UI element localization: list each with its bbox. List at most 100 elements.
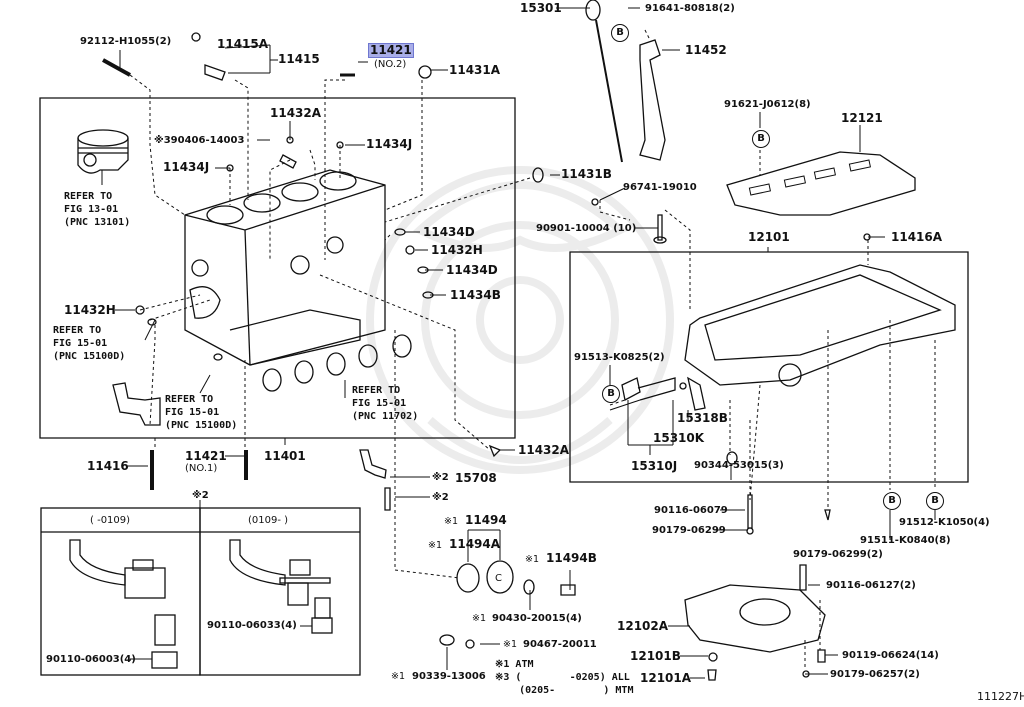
part-11421-no1[interactable]: 11421: [185, 449, 227, 463]
reference-line: FIG 15-01: [352, 398, 407, 409]
part-11494B[interactable]: 11494B: [546, 551, 597, 565]
part-90430-20015[interactable]: 90430-20015(4): [492, 613, 582, 624]
callout-b: B: [602, 385, 620, 403]
part-11432H-left[interactable]: 11432H: [64, 303, 116, 317]
part-91512-K1050[interactable]: 91512-K1050(4): [899, 517, 990, 528]
part-90467-20011[interactable]: 90467-20011: [523, 639, 597, 650]
reference-line: FIG 15-01: [53, 338, 108, 349]
part-11434B[interactable]: 11434B: [450, 288, 501, 302]
oil-pan-lower-icon: [684, 584, 826, 653]
reference-line: (PNC 11702): [352, 411, 419, 422]
figure-id: 111227H: [977, 690, 1024, 703]
oil-pan-upper-icon: [684, 264, 956, 386]
baffle-plate-icon: [726, 151, 916, 216]
part-15310J[interactable]: 15310J: [631, 459, 678, 473]
part-90119-06624[interactable]: 90119-06624(14): [842, 650, 939, 661]
reference-line: REFER TO: [64, 191, 113, 202]
note-mark-2-box: ※2: [192, 490, 209, 501]
part-15301[interactable]: 15301: [520, 1, 562, 15]
part-90110-06003[interactable]: 90110-06003(4): [46, 654, 136, 665]
part-11421-no2-qualifier: (NO.2): [374, 59, 407, 70]
reference-line: (PNC 15100D): [53, 351, 126, 362]
part-11432A-top[interactable]: 11432A: [270, 106, 322, 120]
part-12121[interactable]: 12121: [841, 111, 883, 125]
reference-line: FIG 13-01: [64, 204, 119, 215]
part-11431A[interactable]: 11431A: [449, 63, 501, 77]
reference-line: REFER TO: [352, 385, 401, 396]
note-mark-1-90339: ※1: [391, 671, 406, 682]
cylinder-block-icon: [184, 169, 386, 366]
legend-note-mtm: (0205- ) MTM: [495, 685, 634, 696]
date-box-right: [199, 507, 361, 676]
bearing-cap-icon: [112, 382, 161, 426]
part-11434J-right[interactable]: 11434J: [366, 137, 413, 151]
reference-fig-15-01-c[interactable]: REFER TO FIG 15-01 (PNC 11702): [352, 384, 418, 423]
part-11415[interactable]: 11415: [278, 52, 320, 66]
part-90179-06299[interactable]: 90179-06299: [652, 525, 726, 536]
part-12102A[interactable]: 12102A: [617, 619, 669, 633]
part-11434D-1[interactable]: 11434D: [423, 225, 475, 239]
o-ring-icon: [456, 563, 480, 593]
part-92112-H1055[interactable]: 92112-H1055(2): [80, 36, 172, 47]
part-90344-53015[interactable]: 90344-53015(3): [694, 460, 784, 471]
oil-strainer-icon: [621, 376, 706, 411]
part-15318B[interactable]: 15318B: [677, 411, 728, 425]
part-11431B[interactable]: 11431B: [561, 167, 612, 181]
note-mark-1-11494A: ※1: [428, 540, 443, 551]
part-90339-13006[interactable]: 90339-13006: [412, 671, 486, 682]
svg-text:C: C: [495, 573, 502, 584]
part-11415A[interactable]: 11415A: [217, 37, 269, 51]
dipstick-guide-icon: [639, 39, 666, 161]
part-11421-no1-qualifier: (NO.1): [185, 463, 218, 474]
part-11401[interactable]: 11401: [264, 449, 306, 463]
note-mark-1-90467: ※1: [503, 639, 518, 650]
part-90116-06079[interactable]: 90116-06079: [654, 505, 728, 516]
date-box-left: [40, 507, 201, 676]
part-11494A[interactable]: 11494A: [449, 537, 501, 551]
part-11434J-left[interactable]: 11434J: [163, 160, 210, 174]
part-12101[interactable]: 12101: [748, 230, 790, 244]
part-91513-K0825[interactable]: 91513-K0825(2): [574, 352, 665, 363]
piston-icon: [77, 129, 129, 174]
legend-note-atm: ※1 ATM: [495, 659, 534, 670]
reference-line: (PNC 15100D): [165, 420, 238, 431]
legend-notes: ※1 ATM ※3 ( -0205) ALL (0205- ) MTM: [495, 658, 633, 697]
part-11432H-right[interactable]: 11432H: [431, 243, 483, 257]
part-11416A[interactable]: 11416A: [891, 230, 943, 244]
part-90116-06127[interactable]: 90116-06127(2): [826, 580, 916, 591]
part-15310K[interactable]: 15310K: [653, 431, 705, 445]
part-11416[interactable]: 11416: [87, 459, 129, 473]
date-range-left-header: ( -0109): [90, 515, 131, 526]
reference-line: (PNC 13101): [64, 217, 131, 228]
part-11432A-bottom[interactable]: 11432A: [518, 443, 570, 457]
dragon-emblem-icon: [366, 166, 674, 474]
reference-fig-13-01[interactable]: REFER TO FIG 13-01 (PNC 13101): [64, 190, 130, 229]
part-11452[interactable]: 11452: [685, 43, 727, 57]
part-91621-J0612[interactable]: 91621-J0612(8): [724, 99, 811, 110]
part-11494[interactable]: 11494: [465, 513, 507, 527]
part-91641-80818[interactable]: 91641-80818(2): [645, 3, 735, 14]
reference-fig-15-01-b[interactable]: REFER TO FIG 15-01 (PNC 15100D): [165, 393, 237, 432]
part-90179-06257[interactable]: 90179-06257(2): [830, 669, 920, 680]
part-90110-06033[interactable]: 90110-06033(4): [207, 620, 297, 631]
part-91511-K0840[interactable]: 91511-K0840(8): [860, 535, 951, 546]
part-96741-19010[interactable]: 96741-19010: [623, 182, 697, 193]
part-15708[interactable]: 15708: [455, 471, 497, 485]
callout-b: B: [926, 492, 944, 510]
part-11434D-2[interactable]: 11434D: [446, 263, 498, 277]
part-90179-06299-2[interactable]: 90179-06299(2): [793, 549, 883, 560]
note-mark-1-11494B: ※1: [525, 554, 540, 565]
part-12101B[interactable]: 12101B: [630, 649, 681, 663]
reference-fig-15-01-a[interactable]: REFER TO FIG 15-01 (PNC 15100D): [53, 324, 125, 363]
callout-b: B: [752, 130, 770, 148]
part-390406-14003[interactable]: ※390406-14003: [154, 135, 245, 146]
main-bearing-icon: [262, 334, 412, 392]
reference-line: FIG 15-01: [165, 407, 220, 418]
part-90901-10004[interactable]: 90901-10004 (10): [536, 223, 637, 234]
part-11421-no2[interactable]: 11421: [368, 43, 414, 58]
part-12101A[interactable]: 12101A: [640, 671, 692, 685]
oil-pan-frame: [569, 251, 969, 483]
note-mark-1-90430: ※1: [472, 613, 487, 624]
cover-icon: [486, 560, 514, 594]
reference-line: REFER TO: [53, 325, 102, 336]
